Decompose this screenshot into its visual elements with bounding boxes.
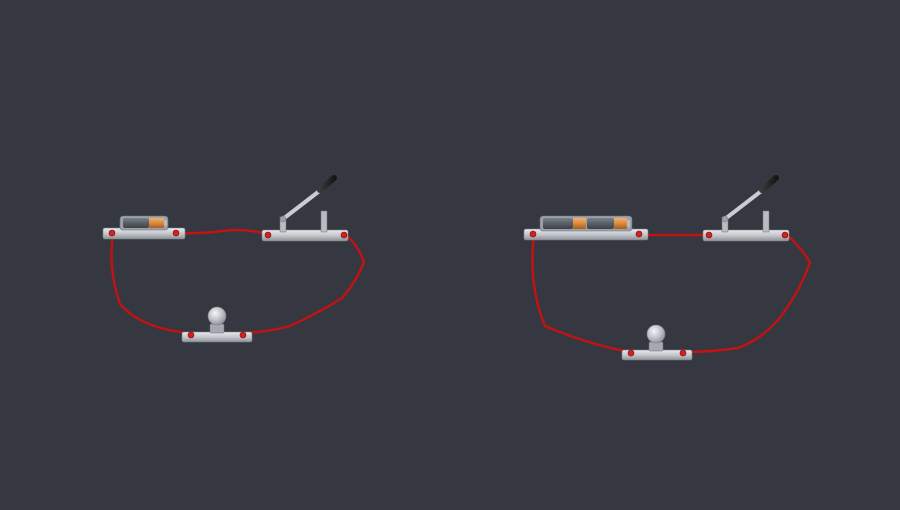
knife-switch[interactable] xyxy=(702,175,790,242)
switch-handle[interactable] xyxy=(759,175,779,193)
terminal-negative[interactable] xyxy=(108,229,116,237)
knife-switch[interactable] xyxy=(261,175,349,242)
wire-bulb-to-battery xyxy=(531,233,632,354)
battery-cell xyxy=(123,218,167,228)
switch-blade[interactable] xyxy=(281,187,324,221)
switch-terminal-right[interactable] xyxy=(340,231,348,239)
switch-terminal-left[interactable] xyxy=(264,231,272,239)
bulb-terminal-left[interactable] xyxy=(627,349,635,357)
circuit-right xyxy=(523,175,812,361)
bulb-glass xyxy=(646,324,666,344)
wire-switch-to-bulb xyxy=(240,232,366,335)
bulb-terminal-left[interactable] xyxy=(187,331,195,339)
wire-battery-to-switch xyxy=(174,228,268,236)
switch-blade[interactable] xyxy=(723,187,766,221)
battery-cell-1 xyxy=(543,218,586,229)
switch-terminal-left[interactable] xyxy=(705,231,713,239)
battery-cell-2 xyxy=(587,218,630,229)
wire-bulb-to-battery xyxy=(110,232,190,335)
terminal-negative[interactable] xyxy=(529,230,537,238)
bulb-terminal-right[interactable] xyxy=(679,349,687,357)
switch-terminal-right[interactable] xyxy=(781,231,789,239)
bulb-glass xyxy=(207,306,227,326)
switch-handle[interactable] xyxy=(317,175,337,193)
terminal-positive[interactable] xyxy=(172,229,180,237)
bulb-terminal-right[interactable] xyxy=(239,331,247,339)
light-bulb[interactable] xyxy=(621,324,693,361)
battery-holder[interactable] xyxy=(523,215,649,241)
wire-switch-to-bulb xyxy=(684,232,812,354)
terminal-positive[interactable] xyxy=(635,230,643,238)
circuit-left xyxy=(102,175,366,343)
light-bulb[interactable] xyxy=(181,306,253,343)
battery-holder[interactable] xyxy=(102,215,186,240)
